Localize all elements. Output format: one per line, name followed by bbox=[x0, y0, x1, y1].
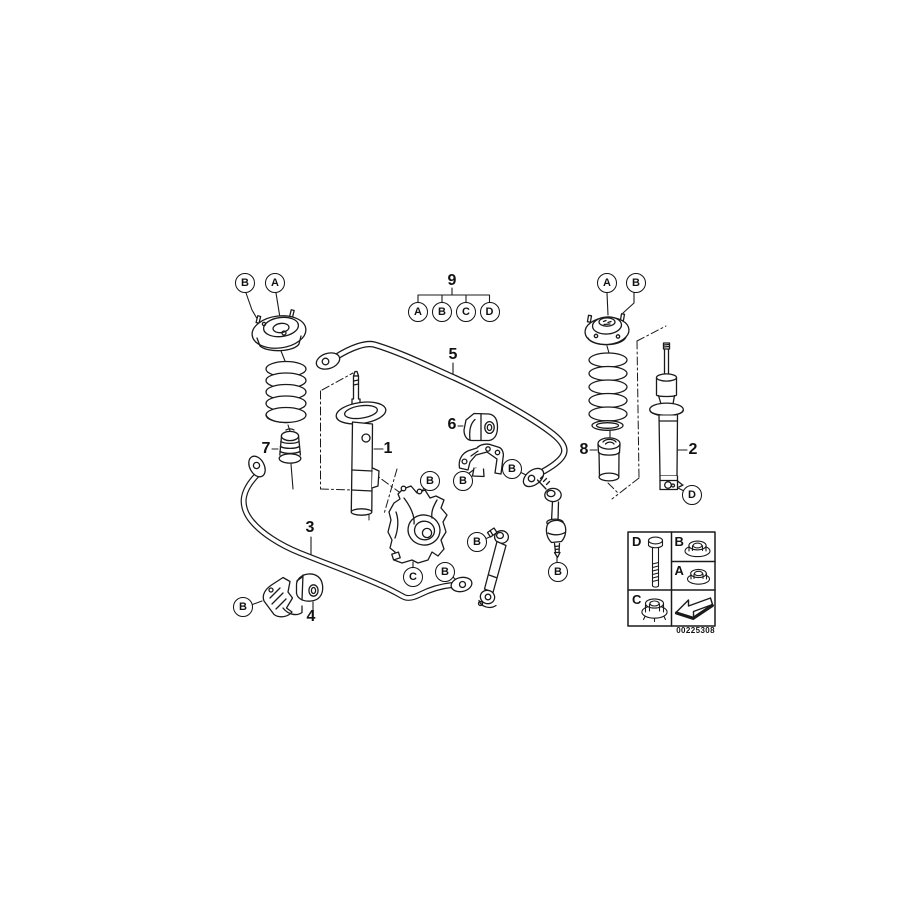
part-label-front-stabilizer-bushing[interactable]: 4 bbox=[306, 608, 316, 625]
callout-b-group9[interactable]: B bbox=[432, 302, 452, 322]
legend-bolt-drawing bbox=[647, 536, 664, 588]
legend-label-bolt-d: D bbox=[632, 534, 642, 549]
rear-shock-mount-drawing bbox=[584, 313, 630, 346]
part-label-rear-stabilizer-bushing[interactable]: 6 bbox=[447, 416, 457, 433]
part-label-front-strut[interactable]: 1 bbox=[383, 440, 393, 457]
front-coil-spring-drawing bbox=[265, 360, 307, 424]
callout-b-front-clamp[interactable]: B bbox=[233, 597, 253, 617]
callout-b-front-link-pin[interactable]: B bbox=[467, 532, 487, 552]
leader-lines bbox=[245, 287, 688, 613]
callout-b-front-mount[interactable]: B bbox=[235, 273, 255, 293]
rear-stabilizer-bushing-drawing bbox=[463, 412, 499, 442]
legend-collar-nut-drawing bbox=[641, 598, 668, 623]
rear-coil-spring-drawing bbox=[588, 352, 628, 431]
callout-a-rear-mount[interactable]: A bbox=[597, 273, 617, 293]
rear-shock-drawing bbox=[649, 342, 684, 491]
part-label-rear-stabilizer-bar[interactable]: 5 bbox=[448, 346, 458, 363]
legend-lock-nut-drawing bbox=[686, 568, 711, 585]
callout-b-stabilizer-bracket[interactable]: B bbox=[453, 471, 473, 491]
callout-b-front-bar-eye[interactable]: B bbox=[435, 562, 455, 582]
part-label-rear-shock[interactable]: 2 bbox=[688, 441, 698, 458]
steering-knuckle-drawing bbox=[387, 485, 448, 564]
front-stabilizer-clamp-drawing bbox=[262, 576, 303, 618]
callout-b-rear-mount[interactable]: B bbox=[626, 273, 646, 293]
part-label-front-bump-stop[interactable]: 7 bbox=[261, 440, 271, 457]
callout-b-rear-link-stud[interactable]: B bbox=[548, 562, 568, 582]
part-label-front-stabilizer-bar[interactable]: 3 bbox=[305, 519, 315, 536]
front-stabilizer-bushing-drawing bbox=[295, 573, 324, 602]
callout-a-group9[interactable]: A bbox=[408, 302, 428, 322]
legend-direction-arrow bbox=[674, 597, 714, 620]
callout-a-front-mount[interactable]: A bbox=[265, 273, 285, 293]
rear-bump-stop-drawing bbox=[597, 437, 621, 482]
callout-d-shock-bolt[interactable]: D bbox=[682, 485, 702, 505]
callout-b-rear-bar-eye[interactable]: B bbox=[502, 459, 522, 479]
rear-stabilizer-bar-drawing bbox=[315, 340, 568, 488]
part-label-rear-bump-stop[interactable]: 8 bbox=[579, 441, 589, 458]
front-strut-mount-drawing bbox=[251, 309, 307, 352]
callout-c-group9[interactable]: C bbox=[456, 302, 476, 322]
drawing-number: 00225308 bbox=[676, 626, 715, 635]
callout-b-knuckle-top[interactable]: B bbox=[420, 471, 440, 491]
legend-label-collar-nut-c: C bbox=[632, 592, 642, 607]
front-end-link-drawing bbox=[477, 527, 510, 609]
front-bump-stop-drawing bbox=[278, 428, 302, 464]
callout-c-knuckle[interactable]: C bbox=[403, 567, 423, 587]
legend-label-lock-nut-a: A bbox=[674, 563, 684, 578]
legend-label-flange-nut-b: B bbox=[674, 534, 684, 549]
legend-flange-nut-drawing bbox=[684, 540, 711, 558]
part-label-fastener-group[interactable]: 9 bbox=[447, 272, 457, 289]
stabilizer-bracket-drawing bbox=[458, 443, 505, 478]
front-stabilizer-bar-drawing bbox=[240, 455, 473, 601]
rear-end-link-drawing bbox=[536, 475, 567, 559]
front-strut-drawing bbox=[335, 370, 387, 516]
callout-d-group9[interactable]: D bbox=[479, 302, 500, 322]
